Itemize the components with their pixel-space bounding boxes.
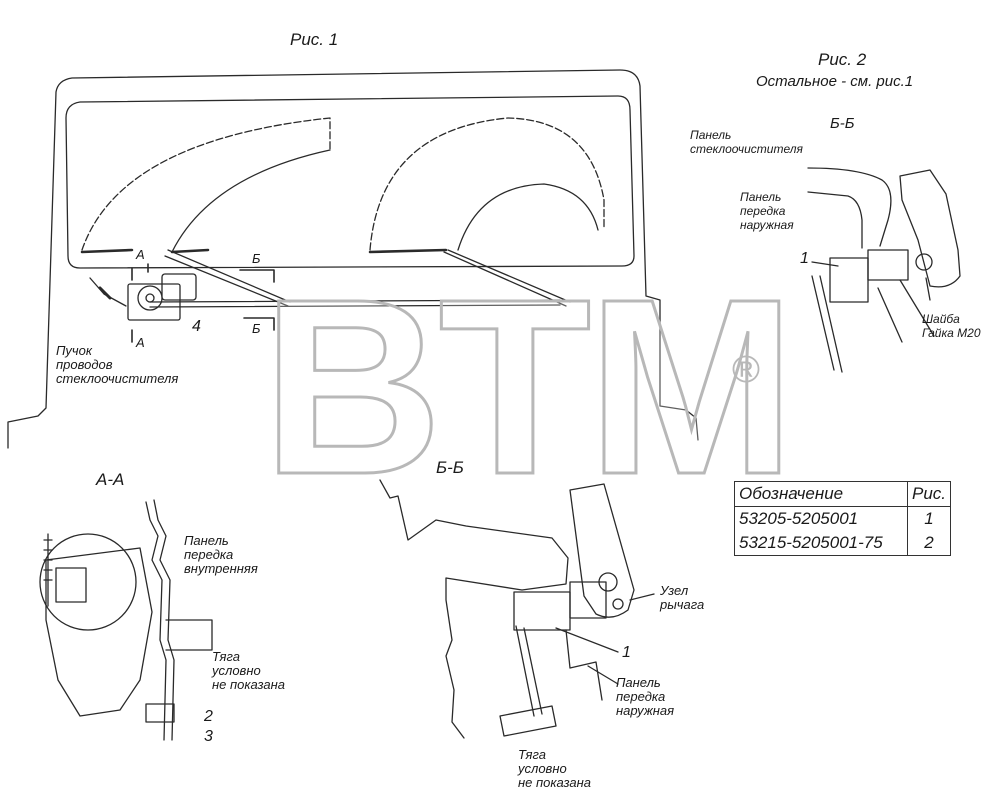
section-b-marker	[239, 269, 275, 331]
linkage-rod	[149, 299, 561, 308]
designation-table: Обозначение Рис. 53205-5205001 1 53215-5…	[734, 481, 952, 556]
table-header-fig: Рис.	[906, 481, 952, 507]
aa-motor-gear	[39, 533, 137, 631]
table-header-designation: Обозначение	[734, 481, 908, 507]
fig2-title: Рис. 2	[818, 50, 867, 69]
right-wiper-inner-arc	[457, 183, 599, 251]
view-aa-callout-3: 3	[204, 728, 213, 745]
view-aa-panel-inner-label: Панель передка внутренняя	[184, 533, 258, 576]
fig1-section-b-top: Б	[252, 251, 261, 266]
fig2-view-label: Б-Б	[830, 115, 855, 132]
bb-leader-1	[555, 627, 619, 653]
wiper-arm-right	[443, 249, 571, 307]
bb-frame	[515, 625, 543, 717]
fig2-panel-outer-label: Панель передка наружная	[740, 190, 794, 232]
aa-shaft	[165, 619, 213, 651]
fig2-callout-1: 1	[800, 250, 809, 267]
wiper-motor-hub	[145, 293, 155, 303]
view-aa-title: А-А	[96, 470, 125, 489]
view-aa-callout-2: 2	[204, 708, 213, 725]
table-row: 53215-5205001-75 2	[734, 531, 952, 556]
fig1-section-a-top: А	[136, 247, 145, 262]
wiring-harness-label: Пучок проводов стеклоочистителя	[56, 343, 179, 386]
view-bb-rod-note: Тяга условно не показана	[518, 747, 591, 790]
wiper-motor-housing	[161, 273, 197, 301]
fig2-nut	[867, 249, 909, 281]
cab-outline	[7, 69, 699, 449]
view-aa-rod-note: Тяга условно не показана	[212, 649, 285, 692]
fig1-section-b-bottom: Б	[252, 321, 261, 336]
view-bb-title: Б-Б	[436, 458, 464, 477]
bb-body-panel	[379, 479, 569, 739]
fig1-section-a-bottom: А	[136, 335, 145, 350]
fig1-title: Рис. 1	[290, 30, 339, 49]
bb-lever-pin	[612, 598, 624, 610]
fig2-bushing	[829, 257, 869, 303]
aa-nut-2	[145, 703, 175, 723]
bb-panel-outer	[565, 629, 603, 701]
windshield-outline	[65, 95, 635, 269]
fig2-frame	[811, 275, 935, 373]
left-wiper-blade	[80, 248, 210, 254]
right-wiper-blade	[368, 248, 448, 254]
bb-rod	[499, 705, 557, 737]
section-a-marker	[131, 263, 149, 343]
table-cell-fig: 2	[906, 531, 952, 556]
fig2-panel-wiper-label: Панель стеклоочистителя	[690, 128, 803, 156]
bb-leader-lever	[629, 593, 655, 601]
bb-bushing	[513, 591, 571, 631]
wiper-arm-left	[164, 249, 291, 307]
fig1-callout-4: 4	[192, 318, 201, 335]
bb-bolt	[598, 572, 618, 592]
bb-leader-panel	[587, 665, 619, 685]
table-cell-designation: 53205-5205001	[734, 506, 908, 531]
fig2-panel-wiper	[807, 167, 892, 247]
table-cell-fig: 1	[906, 506, 952, 531]
fig2-subtitle: Остальное - см. рис.1	[756, 73, 914, 90]
table-row: 53205-5205001 1	[734, 506, 952, 531]
fig2-washer-nut-label: Шайба Гайка М20	[922, 312, 981, 340]
fig2-bolt	[915, 253, 933, 271]
bb-nut	[569, 581, 607, 619]
aa-panel-inner	[145, 501, 167, 741]
table-cell-designation: 53215-5205001-75	[734, 531, 908, 556]
wiper-motor-body	[127, 283, 181, 321]
fig2-leader-washer	[925, 277, 931, 301]
aa-bracket	[55, 567, 87, 603]
fig2-lever-body	[899, 169, 961, 288]
aa-panel-inner-2	[153, 499, 175, 741]
aa-motor-housing	[45, 547, 153, 717]
wiring-plug	[98, 286, 112, 300]
view-bb-lever-label: Узел рычага	[660, 583, 705, 612]
left-wiper-sweep	[81, 117, 331, 251]
view-bb-callout-1: 1	[622, 644, 631, 661]
left-wiper-inner-arc	[171, 149, 331, 253]
aa-scale	[43, 533, 53, 607]
fig2-leader-1	[811, 261, 839, 267]
fig2-panel-outer	[807, 191, 863, 249]
table-header-row: Обозначение Рис.	[734, 481, 952, 507]
registered-mark: ®	[732, 349, 760, 391]
wiring-harness	[89, 277, 127, 307]
view-bb-panel-outer-label: Панель передка наружная	[616, 675, 675, 718]
btm-watermark: BTM	[261, 247, 798, 526]
right-wiper-sweep	[369, 117, 605, 251]
